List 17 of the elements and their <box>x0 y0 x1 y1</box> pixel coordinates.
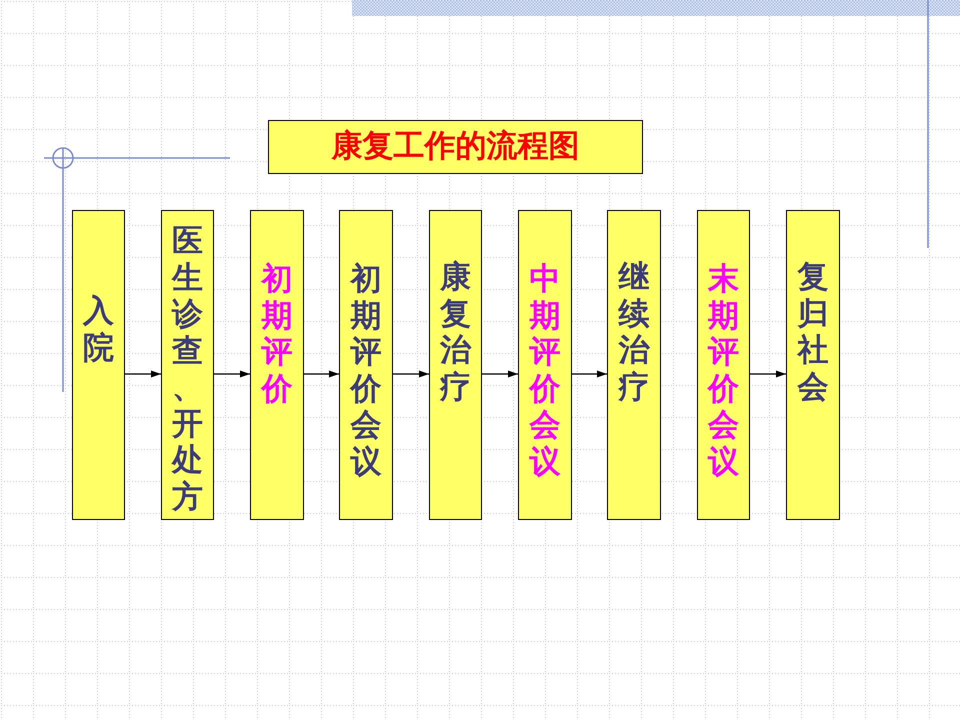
arrow <box>750 370 786 378</box>
process-box: 康复治疗 <box>429 210 482 520</box>
arrow <box>482 370 518 378</box>
arrow <box>393 370 429 378</box>
title-box: 康复工作的流程图 <box>268 120 643 174</box>
process-box: 复归社会 <box>786 210 840 520</box>
process-box: 末期评价会议 <box>697 210 750 520</box>
process-box: 中期评价会议 <box>518 210 572 520</box>
process-box: 入院 <box>72 210 125 520</box>
process-box: 初期评价 <box>250 210 304 520</box>
process-box: 初期评价会议 <box>339 210 393 520</box>
process-box: 医生诊查、开处方 <box>161 210 214 520</box>
arrow <box>304 370 339 378</box>
arrow <box>214 370 250 378</box>
arrow <box>125 370 161 378</box>
process-box: 继续治疗 <box>607 210 661 520</box>
arrow <box>572 370 607 378</box>
